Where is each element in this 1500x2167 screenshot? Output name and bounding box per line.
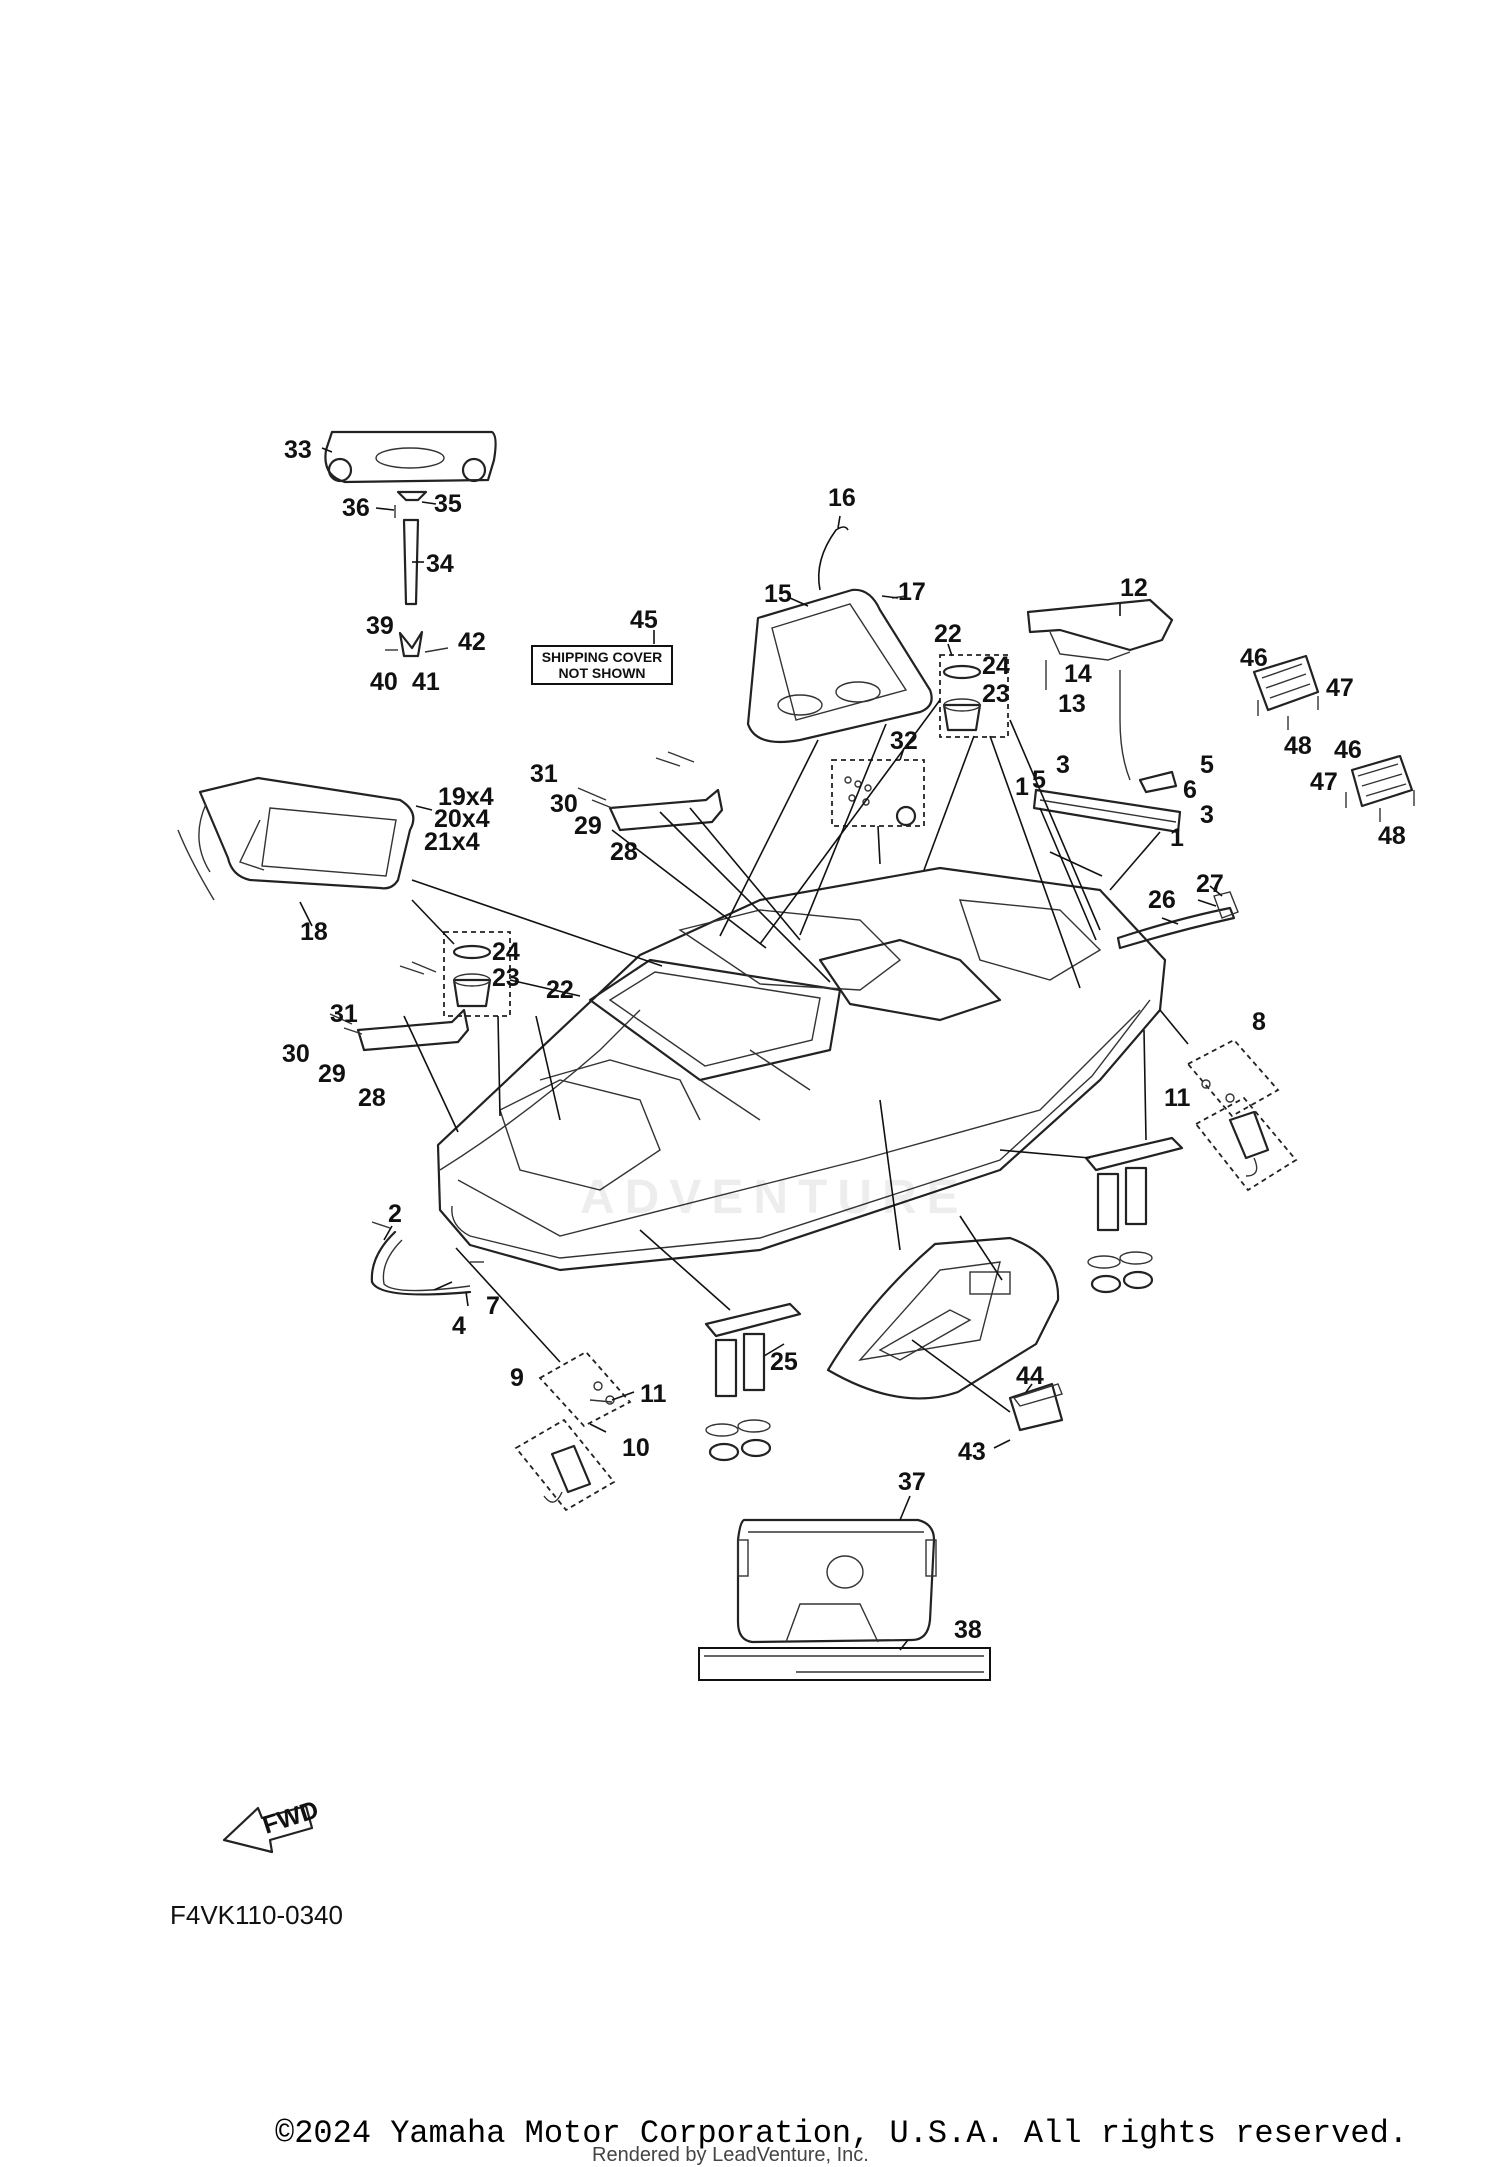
- seat-rails: [1032, 770, 1182, 834]
- callout-8: 8: [1252, 1008, 1266, 1036]
- note-line-1: SHIPPING COVER: [542, 649, 663, 665]
- callout-21: 21x4: [424, 828, 480, 856]
- callout-45: 45: [630, 606, 658, 634]
- callout-35: 35: [434, 490, 462, 518]
- callout-18: 18: [300, 918, 328, 946]
- callout-23a: 23: [982, 680, 1010, 708]
- callout-11a: 11: [1164, 1084, 1191, 1112]
- render-credit: Rendered by LeadVenture, Inc.: [592, 2144, 869, 2166]
- callout-31a: 31: [530, 760, 558, 788]
- callout-20: 20x4: [434, 805, 490, 833]
- tow-eye-right: [1186, 1038, 1298, 1192]
- callout-41: 41: [412, 668, 440, 696]
- callout-9: 9: [510, 1364, 524, 1392]
- callout-34: 34: [426, 550, 454, 578]
- callout-14: 14: [1064, 660, 1092, 688]
- shipping-cover-note: SHIPPING COVER NOT SHOWN: [531, 645, 673, 685]
- callout-4: 4: [452, 1312, 466, 1340]
- callout-40: 40: [370, 668, 398, 696]
- switch-panel: [831, 759, 925, 827]
- callout-44: 44: [1016, 1362, 1044, 1390]
- bow-storage-lid: [177, 776, 415, 901]
- callout-48a: 48: [1284, 732, 1312, 760]
- fwd-arrow-icon: FWD: [222, 1795, 322, 1854]
- cooler: [698, 1518, 991, 1681]
- grab-handle-upper: [577, 751, 724, 832]
- callout-25: 25: [770, 1348, 798, 1376]
- callout-26: 26: [1148, 886, 1176, 914]
- callout-38: 38: [954, 1616, 982, 1644]
- callout-10: 10: [622, 1434, 650, 1462]
- storage-detail-inset: [826, 1236, 1064, 1432]
- callout-19: 19x4: [438, 783, 494, 811]
- callout-33: 33: [284, 436, 312, 464]
- callout-12: 12: [1120, 574, 1148, 602]
- callout-7: 7: [486, 1292, 500, 1320]
- callout-23b: 23: [492, 964, 520, 992]
- diagram-code: F4VK110-0340: [170, 1900, 343, 1930]
- callout-5b: 5: [1200, 751, 1214, 779]
- callout-3a: 3: [1056, 751, 1070, 779]
- callout-48b: 48: [1378, 822, 1406, 850]
- callout-22a: 22: [934, 620, 962, 648]
- boat-hull: [436, 866, 1167, 1272]
- rear-cable: [1116, 891, 1239, 950]
- callout-16: 16: [828, 484, 856, 512]
- callout-39: 39: [366, 612, 394, 640]
- leader-lines: [299, 447, 1223, 1651]
- callout-46b: 46: [1334, 736, 1362, 764]
- callout-46a: 46: [1240, 644, 1268, 672]
- grab-handle-lower: [329, 961, 470, 1052]
- callout-47b: 47: [1310, 768, 1338, 796]
- callout-42: 42: [458, 628, 486, 656]
- callout-30b: 30: [282, 1040, 310, 1068]
- callout-32: 32: [890, 727, 918, 755]
- callout-36: 36: [342, 494, 370, 522]
- callout-1a: 1: [1015, 773, 1029, 801]
- callout-6: 6: [1183, 776, 1197, 804]
- callout-28b: 28: [358, 1084, 386, 1112]
- callout-29b: 29: [318, 1060, 346, 1088]
- mount-bracket-assembly: [324, 430, 497, 658]
- boarding-steps: [1252, 654, 1415, 822]
- callout-27: 27: [1196, 870, 1224, 898]
- callout-28a: 28: [610, 838, 638, 866]
- callout-43: 43: [958, 1438, 986, 1466]
- cleat-left: [704, 1302, 802, 1462]
- seat-back: [1026, 598, 1174, 781]
- cup-holder-lower: [443, 931, 511, 1017]
- cleat-right: [1084, 1136, 1184, 1294]
- windshield-bin: [746, 526, 933, 744]
- watermark: ADVENTURE: [580, 1171, 969, 1224]
- callout-labels: 1 1 2 3 3 4 5 5 6 7 8 9 10 11 11 12 13 1…: [282, 436, 1406, 1644]
- callout-17: 17: [898, 578, 926, 606]
- note-line-2: NOT SHOWN: [558, 665, 645, 681]
- callout-37: 37: [898, 1468, 926, 1496]
- callout-11b: 11: [640, 1380, 667, 1408]
- callout-30a: 30: [550, 790, 578, 818]
- callout-13: 13: [1058, 690, 1086, 718]
- callout-15: 15: [764, 580, 792, 608]
- copyright-notice: ©2024 Yamaha Motor Corporation, U.S.A. A…: [275, 2115, 1408, 2152]
- callout-47a: 47: [1326, 674, 1354, 702]
- tow-eye-left: [514, 1350, 632, 1512]
- callout-5a: 5: [1032, 766, 1046, 794]
- callout-22b: 22: [546, 976, 574, 1004]
- callout-1b: 1: [1170, 824, 1184, 852]
- callout-2: 2: [388, 1200, 402, 1228]
- callout-3b: 3: [1200, 801, 1214, 829]
- callout-31b: 31: [330, 1000, 358, 1028]
- callout-24a: 24: [982, 652, 1010, 680]
- callout-24b: 24: [492, 938, 520, 966]
- callout-29a: 29: [574, 812, 602, 840]
